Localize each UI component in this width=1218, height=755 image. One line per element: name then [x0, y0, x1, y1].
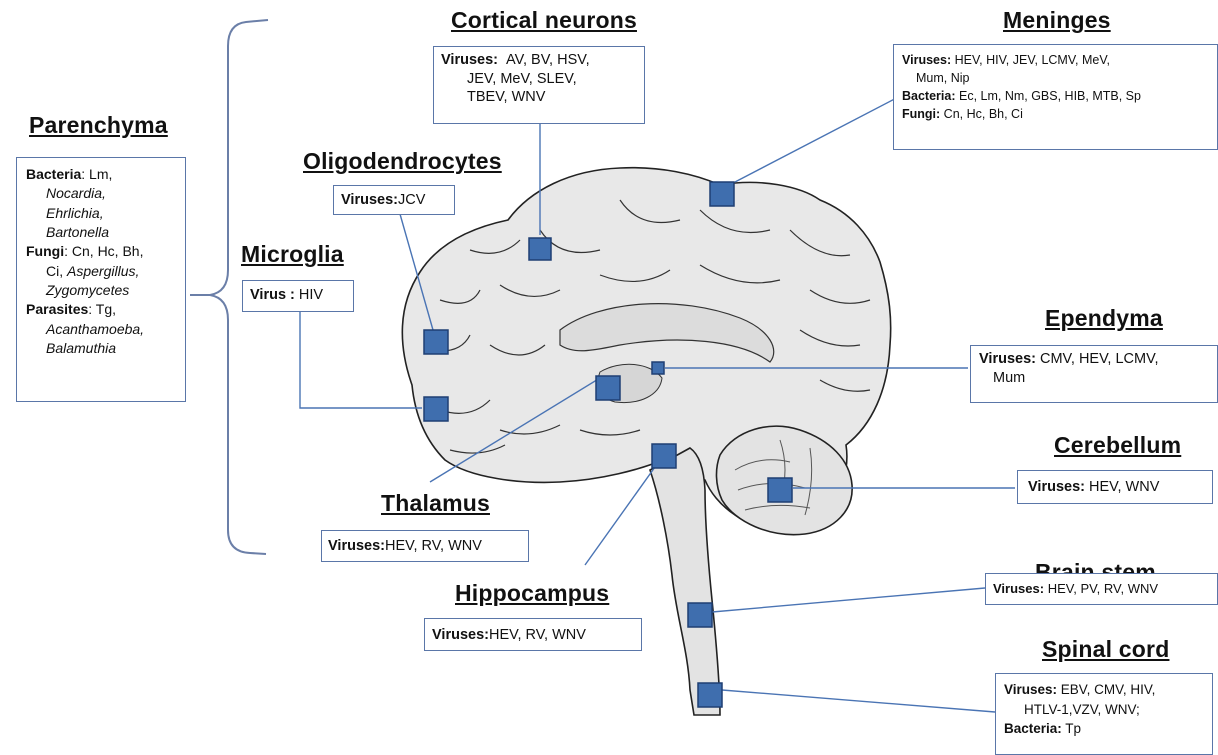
connector-brainstem: [712, 588, 985, 612]
marker-brainstem: [688, 603, 712, 627]
fungi-label: Fungi: [26, 243, 64, 259]
microglia-label: Virus :: [250, 287, 295, 303]
marker-ependyma: [652, 362, 664, 374]
meninges-viruses-value: HEV, HIV, JEV, LCMV, MeV,: [955, 53, 1110, 67]
spinal-viruses-label: Viruses:: [1004, 682, 1057, 697]
brainstem-label: Viruses:: [993, 581, 1044, 596]
spinal-bacteria-label: Bacteria:: [1004, 721, 1062, 736]
ependyma-box: Viruses: CMV, HEV, LCMV, Mum: [970, 345, 1218, 403]
marker-cerebellum: [768, 478, 792, 502]
marker-thalamus: [596, 376, 620, 400]
spinal-box: Viruses: EBV, CMV, HIV, HTLV-1,VZV, WNV;…: [995, 673, 1213, 755]
thalamus-label: Viruses:: [328, 538, 385, 554]
oligo-label: Viruses:: [341, 192, 398, 208]
thalamus-title: Thalamus: [381, 490, 490, 517]
marker-hippocampus: [652, 444, 676, 468]
parenchyma-title: Parenchyma: [29, 112, 168, 139]
brainstem-box: Viruses: HEV, PV, RV, WNV: [985, 573, 1218, 605]
ependyma-label: Viruses:: [979, 351, 1036, 367]
marker-cortical: [529, 238, 551, 260]
ependyma-value: CMV, HEV, LCMV,: [1040, 351, 1158, 367]
cortical-box: Viruses: AV, BV, HSV, JEV, MeV, SLEV, TB…: [433, 46, 645, 124]
hippocampus-box: Viruses:HEV, RV, WNV: [424, 618, 642, 651]
oligo-value: JCV: [398, 192, 425, 208]
hippocampus-value: HEV, RV, WNV: [489, 627, 586, 643]
cortical-label: Viruses:: [441, 52, 498, 68]
meninges-fungi-value: Cn, Hc, Bh, Ci: [944, 107, 1023, 121]
ependyma-value: Mum: [979, 369, 1209, 388]
cortical-value: TBEV, WNV: [441, 88, 637, 107]
cerebellum-value: HEV, WNV: [1089, 479, 1159, 495]
parasites-item: Balamuthia: [26, 339, 176, 358]
marker-oligo: [424, 330, 448, 354]
marker-spinal: [698, 683, 722, 707]
bacteria-item: Nocardia,: [26, 184, 176, 203]
fungi-item: Aspergillus,: [67, 263, 139, 279]
meninges-bacteria-label: Bacteria:: [902, 89, 956, 103]
bacteria-label: Bacteria: [26, 166, 81, 182]
parasites-value: : Tg,: [88, 301, 116, 317]
parenchyma-box: Bacteria: Lm, Nocardia, Ehrlichia, Barto…: [16, 157, 186, 402]
meninges-viruses-label: Viruses:: [902, 53, 951, 67]
spinal-viruses-value: EBV, CMV, HIV,: [1061, 682, 1156, 697]
fungi-item: Zygomycetes: [26, 281, 176, 300]
thalamus-box: Viruses:HEV, RV, WNV: [321, 530, 529, 562]
meninges-fungi-label: Fungi:: [902, 107, 940, 121]
spinal-bacteria-value: Tp: [1065, 721, 1081, 736]
meninges-viruses-value: Mum, Nip: [902, 69, 1209, 87]
cortical-title: Cortical neurons: [451, 7, 637, 34]
meninges-bacteria-value: Ec, Lm, Nm, GBS, HIB, MTB, Sp: [959, 89, 1141, 103]
connector-spinal: [722, 690, 995, 712]
marker-microglia: [424, 397, 448, 421]
oligo-title: Oligodendrocytes: [303, 148, 502, 175]
bacteria-item: Bartonella: [26, 223, 176, 242]
marker-meninges: [710, 182, 734, 206]
parasites-label: Parasites: [26, 301, 88, 317]
meninges-box: Viruses: HEV, HIV, JEV, LCMV, MeV, Mum, …: [893, 44, 1218, 150]
bacteria-item: Ehrlichia,: [26, 204, 176, 223]
microglia-box: Virus : HIV: [242, 280, 354, 312]
spinal-viruses-value: HTLV-1,VZV, WNV;: [1004, 700, 1204, 720]
cerebellum-title: Cerebellum: [1054, 432, 1181, 459]
cerebellum-label: Viruses:: [1028, 479, 1085, 495]
spinal-title: Spinal cord: [1042, 636, 1169, 663]
meninges-title: Meninges: [1003, 7, 1111, 34]
microglia-title: Microglia: [241, 241, 344, 268]
oligo-box: Viruses:JCV: [333, 185, 455, 215]
connector-meninges: [735, 92, 908, 182]
microglia-value: HIV: [299, 287, 323, 303]
ependyma-title: Ependyma: [1045, 305, 1163, 332]
hippocampus-label: Viruses:: [432, 627, 489, 643]
hippocampus-title: Hippocampus: [455, 580, 609, 607]
brainstem-value: HEV, PV, RV, WNV: [1048, 581, 1158, 596]
parasites-item: Acanthamoeba,: [26, 320, 176, 339]
thalamus-value: HEV, RV, WNV: [385, 538, 482, 554]
bacteria-value: : Lm,: [81, 166, 112, 182]
cortical-value: JEV, MeV, SLEV,: [441, 70, 637, 89]
fungi-value: : Cn, Hc, Bh,: [64, 243, 143, 259]
cortical-value: AV, BV, HSV,: [506, 52, 590, 68]
fungi-item: Ci,: [46, 263, 67, 279]
cerebellum-box: Viruses: HEV, WNV: [1017, 470, 1213, 504]
